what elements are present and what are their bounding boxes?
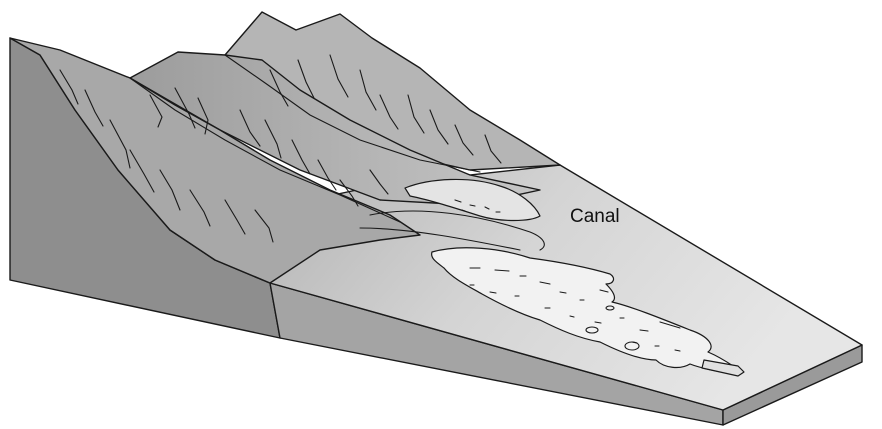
canal-label: Canal xyxy=(570,206,620,227)
